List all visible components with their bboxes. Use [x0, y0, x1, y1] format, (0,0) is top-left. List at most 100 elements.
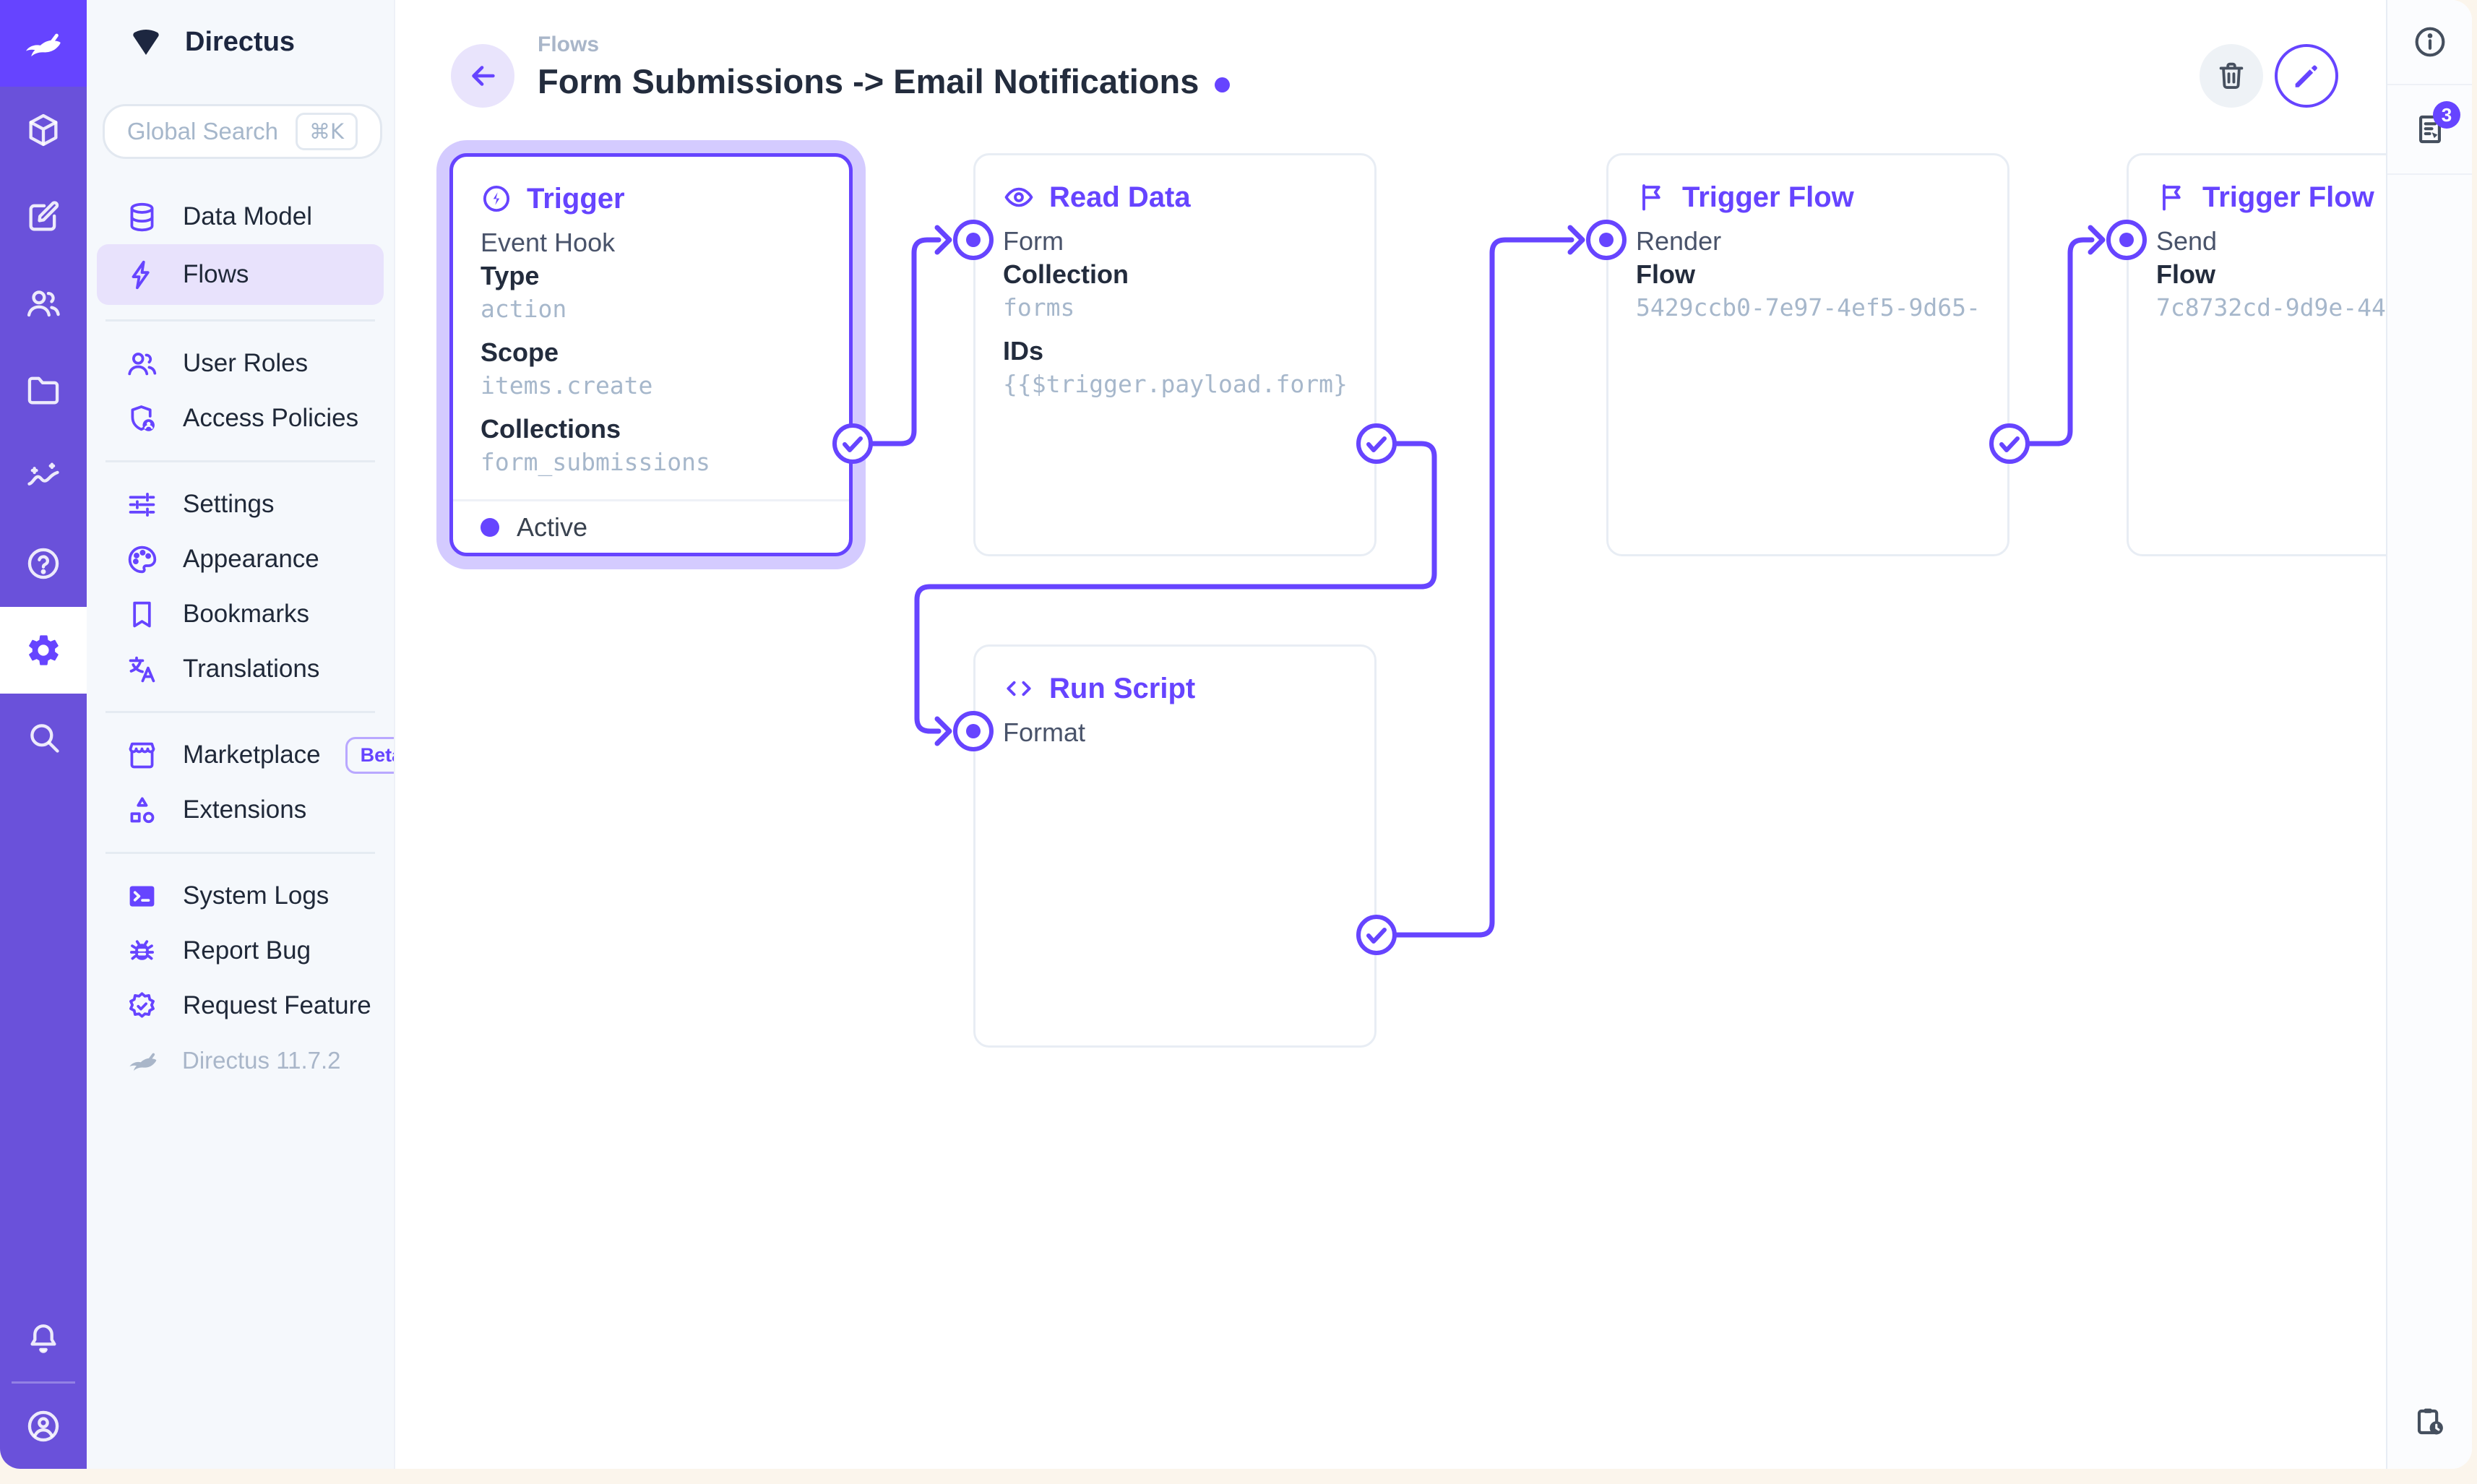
help-module-icon — [27, 548, 59, 579]
arrowhead-icon — [2088, 225, 2106, 255]
module-docs[interactable] — [0, 520, 87, 607]
wire-render-to-send — [2007, 237, 2095, 447]
operation-key: Render — [1636, 226, 1722, 256]
sidebar-item-label: Report Bug — [183, 936, 311, 965]
project-name: Directus — [185, 26, 296, 57]
pending-revisions-button[interactable] — [2387, 1375, 2472, 1469]
search-shortcut-badge: ⌘K — [296, 113, 358, 150]
module-users[interactable] — [0, 260, 87, 347]
module-insights[interactable] — [0, 433, 87, 520]
field-value: forms — [1003, 293, 1075, 322]
sidebar-item-flows[interactable]: Flows — [97, 244, 384, 305]
sidebar-item-data-model[interactable]: Data Model — [87, 189, 394, 244]
page-header: Flows Form Submissions -> Email Notifica… — [538, 30, 1231, 104]
panel-title: Trigger Flow — [2202, 181, 2374, 213]
module-bar-divider — [12, 1381, 75, 1384]
arrowhead-icon — [934, 225, 952, 255]
sidebar-item-bookmarks[interactable]: Bookmarks — [87, 587, 394, 642]
feature-icon — [129, 991, 155, 1018]
module-content[interactable] — [0, 87, 87, 173]
panel-title: Read Data — [1049, 181, 1191, 213]
flow-panel-trigger-flow-send[interactable]: Trigger Flow Send Flow 7c8732cd-9d9e-44b… — [2127, 153, 2386, 556]
field-label: Flow — [2156, 259, 2215, 289]
flow-panel-trigger-flow-render[interactable]: Trigger Flow Render Flow 5429ccb0-7e97-4… — [1606, 153, 2009, 556]
sidebar-item-label: Marketplace — [183, 741, 321, 769]
field-label: IDs — [1003, 336, 1044, 366]
code-icon — [1007, 681, 1031, 696]
field-label: Type — [481, 261, 540, 290]
flow-panel-trigger[interactable]: Trigger Event Hook Type action Scope ite… — [449, 153, 853, 556]
sidebar-item-request-feature[interactable]: Request Feature — [87, 978, 394, 1033]
breadcrumb[interactable]: Flows — [538, 33, 600, 56]
logs-icon — [2418, 115, 2441, 144]
bell-icon — [30, 1324, 56, 1353]
sidebar-item-system-logs[interactable]: System Logs — [87, 868, 394, 923]
avatar-icon — [27, 1410, 59, 1442]
flow-panel-run-script[interactable]: Run Script Format — [973, 644, 1377, 1048]
edit-flow-button[interactable] — [2275, 44, 2338, 108]
nav-divider — [105, 319, 375, 322]
bolt-icon — [132, 260, 150, 289]
bolt-circle-icon — [483, 185, 510, 212]
version-row: Directus 11.7.2 — [87, 1033, 394, 1088]
translate-icon — [129, 656, 155, 682]
sidebar-item-report-bug[interactable]: Report Bug — [87, 923, 394, 978]
module-global-search[interactable] — [0, 694, 87, 780]
terminal-icon — [129, 885, 155, 907]
trigger-status: Active — [453, 499, 849, 553]
eye-icon — [1004, 187, 1033, 207]
sidebar-item-label: Access Policies — [183, 404, 359, 432]
module-editor[interactable] — [0, 173, 87, 260]
rabbit-icon — [129, 1053, 157, 1071]
project-fan-icon — [133, 30, 159, 55]
module-files[interactable] — [0, 347, 87, 433]
flag-icon — [2163, 184, 2181, 211]
info-icon — [2415, 27, 2444, 57]
delete-flow-button[interactable] — [2200, 44, 2263, 108]
back-button[interactable] — [451, 44, 514, 108]
sidebar-item-label: Request Feature — [183, 991, 371, 1019]
extension-icon — [130, 797, 155, 823]
user-menu-button[interactable] — [0, 1384, 87, 1469]
wire-run-script-to-render — [1374, 237, 1574, 938]
notifications-button[interactable] — [0, 1296, 87, 1381]
database-icon — [130, 202, 154, 231]
bug-icon — [130, 939, 154, 960]
search-placeholder: Global Search — [126, 118, 279, 144]
project-switcher[interactable]: Directus — [87, 0, 394, 84]
sidebar-item-settings[interactable]: Settings — [87, 477, 394, 532]
operation-key: Form — [1003, 226, 1064, 256]
info-sidebar-button[interactable] — [2387, 0, 2472, 85]
app-version: Directus 11.7.2 — [182, 1047, 341, 1074]
sidebar-item-appearance[interactable]: Appearance — [87, 532, 394, 587]
flow-panel-read-data[interactable]: Read Data Form Collection forms IDs {{$t… — [973, 153, 1377, 556]
sidebar-item-label: Extensions — [183, 795, 307, 824]
edit-module-icon — [29, 201, 59, 231]
field-label: Collections — [481, 414, 621, 444]
right-sidebar: 3 — [2386, 0, 2472, 1469]
field-value: 5429ccb0-7e97-4ef5-9d65-2b… — [1636, 293, 1980, 322]
storefront-icon — [129, 742, 155, 768]
active-dot — [481, 517, 499, 537]
sidebar-item-extensions[interactable]: Extensions — [87, 782, 394, 837]
sidebar-item-user-roles[interactable]: User Roles — [87, 336, 394, 391]
module-directus-logo[interactable] — [0, 0, 87, 87]
bookmark-icon — [133, 601, 151, 627]
box-module-icon — [29, 113, 58, 147]
module-settings[interactable] — [0, 607, 87, 694]
sidebar-item-access-policies[interactable]: Access Policies — [87, 391, 394, 446]
arrowhead-icon — [1567, 225, 1585, 255]
flow-canvas[interactable]: Flows Form Submissions -> Email Notifica… — [395, 0, 2386, 1469]
active-label: Active — [517, 512, 588, 542]
logs-sidebar-button[interactable]: 3 — [2387, 85, 2472, 175]
sidebar-item-label: Data Model — [183, 202, 312, 230]
users-module-icon — [27, 290, 60, 317]
global-search-input[interactable]: Global Search ⌘K — [103, 104, 382, 159]
logs-count-badge: 3 — [2433, 101, 2460, 129]
module-bar-spacer — [0, 780, 87, 1296]
tune-icon — [129, 492, 155, 517]
sidebar-item-marketplace[interactable]: Marketplace Beta — [87, 728, 394, 782]
rail-spacer — [2387, 175, 2472, 1375]
sidebar-item-translations[interactable]: Translations — [87, 642, 394, 696]
